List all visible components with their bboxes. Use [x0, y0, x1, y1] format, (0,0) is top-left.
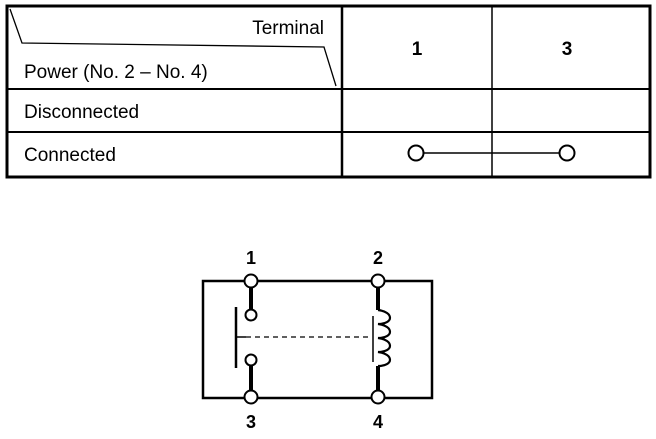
- terminal-2-label: 2: [373, 248, 383, 268]
- terminal-3-label: 3: [246, 412, 256, 432]
- terminal-1-label: 1: [246, 248, 256, 268]
- switch-contact-lower: [244, 353, 258, 367]
- relay-schematic: [201, 273, 434, 405]
- terminal-2-pin: [370, 273, 386, 289]
- row-label-connected: Connected: [24, 145, 116, 166]
- terminal-4-label: 4: [373, 412, 383, 432]
- row-label-disconnected: Disconnected: [24, 102, 139, 123]
- relay-case-outline: [201, 279, 434, 400]
- switch-contact-upper: [244, 308, 258, 322]
- header-power-label: Power (No. 2 – No. 4): [24, 62, 208, 83]
- header-diagonal: [9, 8, 337, 87]
- table-border: [5, 4, 652, 179]
- continuity-connection: [407, 144, 576, 162]
- column-header-terminal-3: 3: [562, 39, 573, 60]
- terminal-3-pin: [243, 389, 259, 405]
- terminal-1-pin: [243, 273, 259, 289]
- coil-winding: [377, 308, 392, 368]
- terminal-4-pin: [370, 389, 386, 405]
- terminal-1-marker: [407, 144, 425, 162]
- column-header-terminal-1: 1: [412, 39, 423, 60]
- terminal-3-marker: [558, 144, 576, 162]
- continuity-table: [5, 4, 652, 179]
- header-terminal-label: Terminal: [252, 18, 324, 39]
